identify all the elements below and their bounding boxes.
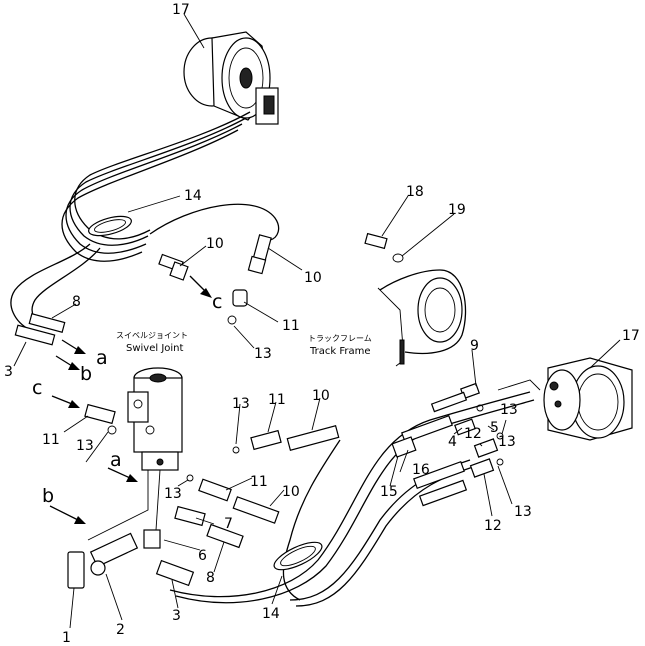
swivel-joint-label-jp: スイベルジョイント: [116, 331, 188, 340]
leader-line-1: [87, 470, 149, 541]
callout-3-top: 3: [4, 364, 13, 380]
fitting-8-lower: [206, 523, 244, 549]
callout-13-top: 13: [254, 346, 272, 362]
callout-10-a: 10: [206, 236, 224, 252]
fitting-16-lower: [413, 460, 465, 490]
fitting-16-bottom: [418, 479, 468, 507]
callout-6: 6: [198, 548, 207, 564]
fitting-10-lower: [232, 496, 280, 524]
fitting-3-left: [14, 324, 56, 346]
callout-11-top: 11: [282, 318, 300, 334]
oring-5: [476, 404, 484, 412]
letter-a-left: a: [110, 449, 122, 471]
oring-13-lower: [186, 474, 194, 482]
washer-19: [392, 253, 404, 263]
oring-13-center: [232, 446, 240, 454]
fitting-11-top: [232, 289, 248, 307]
callout-11-left: 11: [42, 432, 60, 448]
callout-13-right-b: 13: [498, 434, 516, 450]
callout-17-right: 17: [622, 328, 640, 344]
callout-18: 18: [406, 184, 424, 200]
fitting-10-top-left: [158, 253, 189, 281]
fitting-10-center: [286, 424, 340, 452]
callout-12-lower: 12: [484, 518, 502, 534]
swivel-joint-label-en: Swivel Joint: [126, 343, 184, 354]
fitting-8-left: [28, 313, 66, 333]
callout-19: 19: [448, 202, 466, 218]
callout-9: 9: [470, 338, 479, 354]
callout-3-lower: 3: [172, 608, 181, 624]
callout-5: 5: [490, 420, 499, 436]
fitting-12-upper: [473, 438, 499, 458]
bolt-18: [364, 232, 388, 250]
oring-13-top: [227, 315, 237, 325]
fitting-7: [174, 505, 206, 527]
elbow-6: [143, 529, 161, 549]
fitting-9: [430, 382, 480, 413]
callout-numbers: 17 14 18 19 10 10 8 3 11 13 17 9 11 13 1…: [4, 2, 640, 646]
travel-motor-top: [183, 31, 279, 125]
callout-13-right: 13: [500, 402, 518, 418]
callout-1: 1: [62, 630, 71, 646]
callout-13-mid: 13: [232, 396, 250, 412]
callout-leaders: [13, 13, 621, 629]
travel-motor-right: [543, 357, 633, 441]
arrow-letters: a b c c a b: [32, 291, 222, 507]
oring-13-right-b: [496, 458, 504, 466]
callout-14-top: 14: [184, 188, 202, 204]
callout-14-bottom: 14: [262, 606, 280, 622]
fitting-2: [89, 532, 139, 576]
callout-10-mid: 10: [312, 388, 330, 404]
callout-4: 4: [448, 434, 457, 450]
letter-b-left: b: [42, 485, 54, 507]
flow-arrows: [49, 275, 212, 524]
track-frame-label-jp: トラックフレーム: [308, 334, 372, 343]
oring-13-left: [107, 425, 117, 435]
track-frame-label-en: Track Frame: [309, 346, 371, 357]
callout-8-lower: 8: [206, 570, 215, 586]
letter-c-left: c: [32, 377, 42, 399]
hose-clamp-bottom: [273, 541, 323, 571]
callout-17-top: 17: [172, 2, 190, 18]
fitting-1: [67, 551, 85, 589]
letter-c-right: c: [212, 291, 222, 313]
track-frame: [377, 269, 467, 367]
callout-10-b: 10: [304, 270, 322, 286]
callout-12-upper: 12: [464, 426, 482, 442]
callout-10-lower: 10: [282, 484, 300, 500]
upper-hose-bundle: [10, 111, 280, 331]
component-labels: スイベルジョイント Swivel Joint トラックフレーム Track Fr…: [116, 331, 372, 357]
swivel-joint: [127, 367, 183, 471]
callout-2: 2: [116, 622, 125, 638]
callout-16: 16: [412, 462, 430, 478]
fitting-3-lower: [155, 559, 195, 587]
callout-15: 15: [380, 484, 398, 500]
hose-clamp-top: [88, 215, 132, 237]
fitting-10-top-right: [247, 234, 272, 275]
letter-a-right: a: [96, 347, 108, 369]
fitting-11-left: [84, 403, 116, 425]
callout-7: 7: [224, 516, 233, 532]
oring-13-right-a: [496, 432, 504, 440]
leader-line-3: [497, 379, 541, 391]
callout-13-bottom-right: 13: [514, 504, 532, 520]
fitting-11-center: [250, 429, 282, 451]
fitting-16-upper: [401, 414, 453, 444]
leader-line-2: [155, 469, 161, 531]
letter-b-right: b: [80, 363, 92, 385]
fitting-11-lower: [198, 478, 232, 502]
callout-11-lower: 11: [250, 474, 268, 490]
callout-8-top: 8: [72, 294, 81, 310]
callout-11-mid: 11: [268, 392, 286, 408]
fitting-4: [454, 418, 476, 436]
fitting-12-lower: [469, 458, 495, 478]
callout-13-lower: 13: [164, 486, 182, 502]
callout-13-left: 13: [76, 438, 94, 454]
